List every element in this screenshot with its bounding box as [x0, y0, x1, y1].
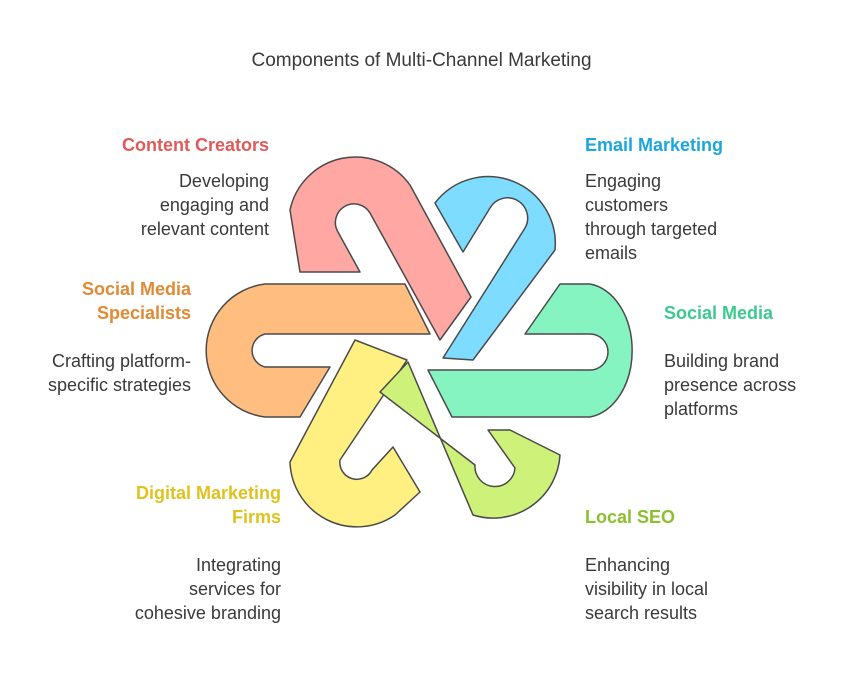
content-creators-description: Developing engaging and relevant content: [122, 169, 269, 241]
green-loop: [427, 283, 633, 418]
social-media-specialists-heading-line: Social Media: [81, 279, 191, 299]
digital-marketing-firms-description: Integrating services for cohesive branding: [135, 553, 281, 625]
social-media-heading: Social Media: [664, 301, 796, 325]
email-marketing-description-line: through targeted: [585, 219, 718, 239]
social-media-specialists-heading-line: Specialists: [96, 303, 191, 323]
red-loop: [289, 156, 472, 341]
label-social-media: Social Media Building brand presence acro…: [664, 301, 796, 421]
content-creators-description-line: relevant content: [140, 219, 269, 239]
content-creators-heading-line: Content Creators: [121, 135, 269, 155]
lime-loop: [379, 361, 561, 519]
blue-loop: [434, 175, 557, 361]
email-marketing-description: Engaging customers through targeted emails: [585, 169, 723, 265]
social-media-specialists-description-line: specific strategies: [47, 375, 191, 395]
diagram-title: Components of Multi-Channel Marketing: [251, 50, 592, 71]
digital-marketing-firms-description-line: cohesive branding: [134, 603, 281, 623]
email-marketing-heading-line: Email Marketing: [585, 135, 724, 155]
digital-marketing-firms-description-line: Integrating: [195, 555, 281, 575]
digital-marketing-firms-description-line: services for: [188, 579, 281, 599]
content-creators-description-line: engaging and: [159, 195, 269, 215]
social-media-description-line: platforms: [664, 399, 739, 419]
local-seo-description: Enhancing visibility in local search resul…: [585, 553, 708, 625]
email-marketing-description-line: customers: [585, 195, 669, 215]
local-seo-heading: Local SEO: [585, 505, 708, 529]
orange-loop: [205, 283, 431, 418]
social-media-specialists-description-line: Crafting platform-: [51, 351, 191, 371]
content-creators-description-line: Developing: [178, 171, 269, 191]
digital-marketing-firms-heading-line: Firms: [231, 507, 281, 527]
social-media-description-line: Building brand: [664, 351, 780, 371]
local-seo-description-line: search results: [585, 603, 698, 623]
label-email-marketing: Email Marketing Engaging customers through…: [585, 133, 723, 265]
email-marketing-description-line: emails: [585, 243, 638, 263]
social-media-description-line: presence across: [664, 375, 797, 395]
label-content-creators: Content Creators Developing engaging and r…: [122, 133, 269, 241]
digital-marketing-firms-heading-line: Digital Marketing: [135, 483, 281, 503]
email-marketing-heading: Email Marketing: [585, 133, 723, 157]
local-seo-heading-line: Local SEO: [585, 507, 676, 527]
local-seo-description-line: visibility in local: [585, 579, 709, 599]
label-local-seo: Local SEO Enhancing visibility in local se…: [585, 505, 708, 625]
local-seo-description-line: Enhancing: [585, 555, 671, 575]
social-media-description: Building brand presence across platforms: [664, 349, 796, 421]
social-media-heading-line: Social Media: [664, 303, 774, 323]
social-media-specialists-description: Crafting platform-specific strategies: [48, 349, 191, 397]
email-marketing-description-line: Engaging: [585, 171, 662, 191]
content-creators-heading: Content Creators: [122, 133, 269, 157]
